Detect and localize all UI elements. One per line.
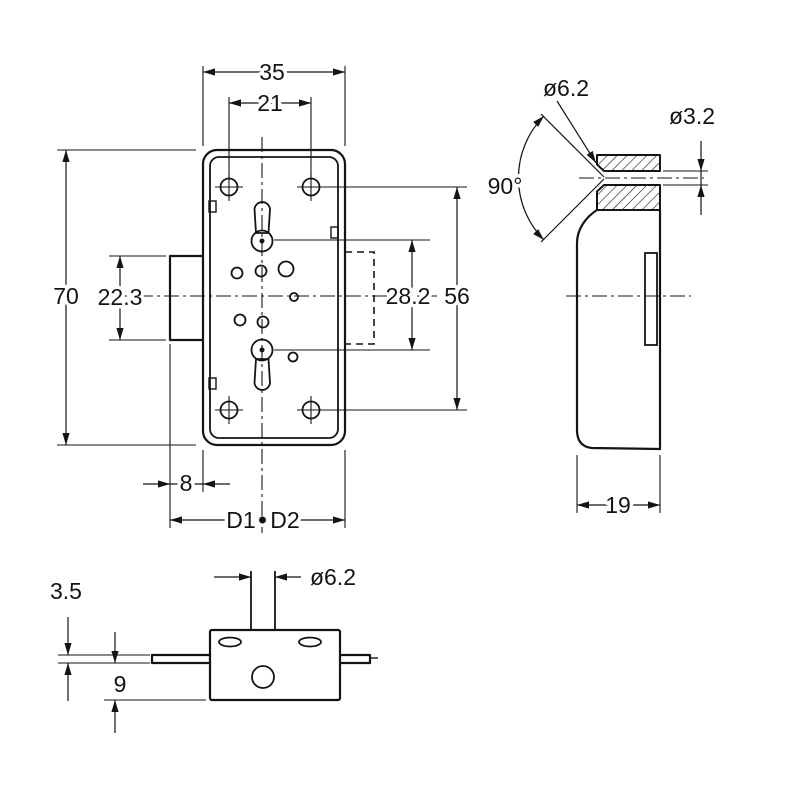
keyhole-circle: [250, 338, 274, 362]
hole: [230, 266, 244, 280]
plate-outer-outline: [201, 148, 347, 447]
hole: [287, 351, 299, 363]
body-bottom-outline: [208, 628, 342, 702]
dim-cylinder-diameter: ø6.2: [310, 564, 356, 590]
dim-tab-offset: 8: [180, 470, 193, 496]
screw-hole-bottom: [298, 636, 322, 648]
notch: [208, 377, 217, 390]
dim-tab-offset-group: 8: [143, 467, 230, 500]
dim-countersink-diameter: ø6.2: [543, 75, 589, 101]
body-profile: [575, 208, 662, 451]
extension-lines: [57, 66, 467, 528]
corner-screw-holes: [215, 173, 325, 424]
dim-through-hole-group: ø3.2: [663, 100, 719, 215]
hole: [256, 315, 270, 329]
edge-notches: [208, 200, 339, 390]
section-hatch-upper: [596, 154, 661, 172]
dim-body-depth: 19: [605, 492, 631, 518]
hole: [289, 292, 299, 302]
dim-body-depth-group: 19: [576, 455, 661, 522]
cylinder-hole-bottom: [251, 665, 275, 689]
dim-keyhole-spacing-group: 28.2: [382, 240, 434, 350]
angle-arc: [517, 115, 545, 241]
dim-flange-thickness: 3.5: [50, 578, 82, 604]
dim-width-overall: 35: [259, 59, 285, 85]
dim-tab-height: 22.3: [98, 284, 143, 310]
dim-through-hole-diameter: ø3.2: [669, 103, 715, 129]
screw-hole-bottom: [218, 636, 242, 648]
side-view: 90° ø6.2 ø3.2 19: [484, 72, 719, 522]
dim-keyhole-spacing: 28.2: [386, 283, 431, 309]
dim-countersink-angle: 90°: [488, 173, 523, 199]
dim-hole-span-vertical: 56: [444, 283, 470, 309]
pivot-point: [259, 347, 265, 353]
left-tab: [168, 254, 205, 342]
front-view: 35 21 70 22.3 28.2 56: [50, 56, 474, 537]
keyhole-bottom: [250, 338, 274, 391]
angle-leg: [540, 113, 605, 178]
keyhole-circle: [250, 229, 274, 253]
dim-hole-span-horizontal: 21: [257, 90, 283, 116]
dim-height-overall-group: 70: [50, 150, 82, 445]
angle-leg: [540, 178, 605, 243]
keyhole-slot: [253, 201, 271, 234]
dim-body-height-group: 9: [104, 632, 206, 733]
dim-hole-span-vertical-group: 56: [441, 187, 473, 410]
label-d1: D1: [226, 507, 255, 533]
keyhole-top: [250, 201, 274, 253]
center-point-dot: [259, 516, 266, 524]
bottom-view: ø6.2 3.5 9: [47, 561, 378, 733]
dim-height-overall: 70: [53, 283, 79, 309]
dim-d1-d2-group: D1 D2: [170, 504, 345, 537]
plate-inner-outline: [209, 156, 339, 439]
notch: [208, 200, 217, 213]
dim-countersink-angle-group: 90°: [484, 113, 605, 243]
dim-hole-span-horizontal-group: 21: [229, 87, 311, 120]
dim-tab-height-group: 22.3: [94, 256, 146, 340]
mechanism-holes: [230, 260, 299, 363]
dim-flange-thickness-group: 3.5: [47, 575, 150, 701]
hole: [233, 313, 247, 327]
right-tab-hidden: [345, 251, 375, 345]
pivot-point: [259, 238, 265, 244]
dim-width-overall-group: 35: [203, 56, 345, 89]
hole: [277, 260, 295, 278]
dim-cylinder-diameter-group: ø6.2: [214, 561, 360, 594]
tab-side-profile: [644, 252, 658, 346]
keyhole-slot: [253, 358, 271, 391]
flange-left: [150, 653, 212, 665]
notch: [330, 226, 339, 239]
hole: [254, 264, 268, 278]
label-d2: D2: [270, 507, 299, 533]
section-hatch-lower: [596, 184, 661, 211]
dim-countersink-diameter-group: ø6.2: [539, 72, 597, 164]
leader-line: [556, 100, 597, 164]
dim-body-height: 9: [114, 671, 127, 697]
flange-right: [338, 653, 372, 665]
